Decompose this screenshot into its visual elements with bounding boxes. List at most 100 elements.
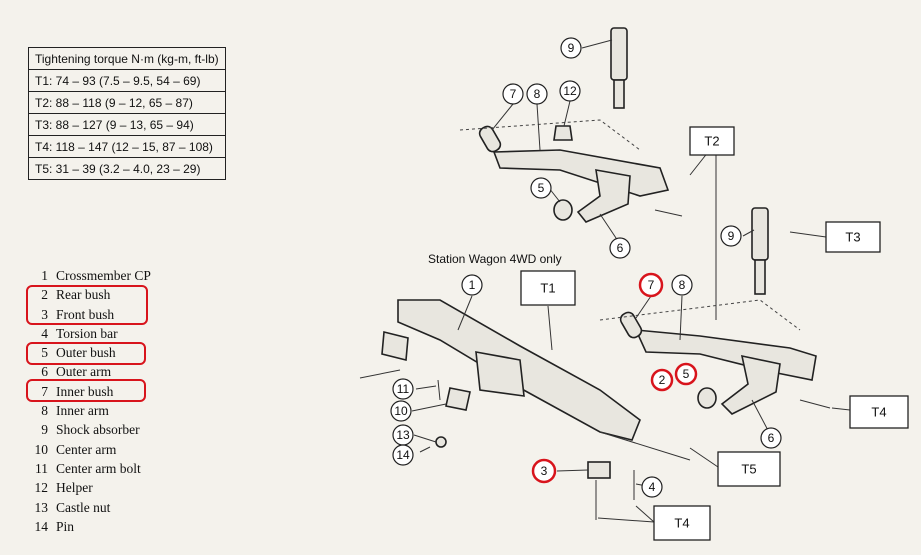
callout-12: 12 <box>559 80 581 102</box>
legend-item-7: 7 Inner bush <box>22 382 151 401</box>
callout-14: 14 <box>392 444 414 466</box>
torque-label-text: T1 <box>540 281 555 296</box>
legend-label: Center arm bolt <box>56 460 141 476</box>
legend-label: Front bush <box>56 306 115 322</box>
torque-row-t5: T5: 31 – 39 (3.2 – 4.0, 23 – 29) <box>28 157 226 180</box>
legend-number: 12 <box>34 480 49 496</box>
legend-number: 6 <box>41 364 48 380</box>
crossmember-bracket <box>475 351 525 397</box>
legend-number: 13 <box>34 499 49 515</box>
callout-4: 4 <box>641 476 663 498</box>
legend-item-10: 10 Center arm <box>22 440 151 459</box>
torque-label-text: T4 <box>674 516 689 531</box>
torque-table-header: Tightening torque N·m (kg-m, ft-lb) <box>28 47 226 70</box>
front-bush-bracket <box>587 461 611 479</box>
callout-8-right: 8 <box>671 274 693 296</box>
mount-outline-upper <box>459 119 641 151</box>
inner-bush-right <box>619 311 643 339</box>
callout-10: 10 <box>390 400 412 422</box>
castle-nut <box>435 436 447 448</box>
callout-9-right: 9 <box>720 225 742 247</box>
helper <box>553 125 573 141</box>
callout-7-upper: 7 <box>502 83 524 105</box>
inner-arm-upper <box>492 149 670 197</box>
callout-11: 11 <box>392 378 414 400</box>
highlight-inner-bush <box>26 379 146 402</box>
torque-label-t5: T5 <box>717 451 781 487</box>
legend-item-4: 4 Torsion bar <box>22 324 151 343</box>
torque-label-text: T5 <box>741 462 756 477</box>
callout-label: 7 <box>510 87 517 101</box>
torque-label-t4-lower: T4 <box>653 505 711 541</box>
torque-value-t4: T4: 118 – 147 (12 – 15, 87 – 108) <box>28 135 226 158</box>
callout-label: 1 <box>469 278 476 292</box>
legend-number: 4 <box>41 325 48 341</box>
callout-label: 6 <box>617 241 624 255</box>
shock-absorber-right-rod <box>754 259 766 295</box>
legend-number: 7 <box>41 383 48 399</box>
legend-item-6: 6 Outer arm <box>22 362 151 381</box>
callout-label: 4 <box>649 480 656 494</box>
callout-label: 7 <box>648 278 655 292</box>
shock-absorber-right <box>751 207 769 261</box>
outer-bush-upper <box>553 199 573 221</box>
callout-5-right: 5 <box>674 362 698 386</box>
callout-label: 9 <box>728 229 735 243</box>
right-assembly <box>599 140 831 415</box>
callout-label: 13 <box>396 428 410 442</box>
callout-8-upper: 8 <box>526 83 548 105</box>
callout-label: 8 <box>534 87 541 101</box>
mount-outline-right <box>599 299 801 331</box>
callout-label: 10 <box>394 404 408 418</box>
callout-1: 1 <box>461 274 483 296</box>
torque-label-text: T4 <box>871 405 886 420</box>
legend-label: Center arm <box>56 441 117 457</box>
callout-6-upper: 6 <box>609 237 631 259</box>
torsion-bar <box>599 431 691 461</box>
callout-label: 2 <box>659 373 666 387</box>
callout-label: 5 <box>538 181 545 195</box>
upper-assembly <box>459 27 683 223</box>
outer-arm-upper <box>576 169 631 223</box>
legend-label: Outer arm <box>56 364 112 380</box>
legend-label: Castle nut <box>56 499 111 515</box>
legend-number: 9 <box>41 422 48 438</box>
callout-label: 9 <box>568 41 575 55</box>
legend-item-12: 12 Helper <box>22 478 151 497</box>
highlight-outer-bush <box>26 342 146 365</box>
legend-item-5: 5 Outer bush <box>22 343 151 362</box>
legend-label: Inner bush <box>56 383 114 399</box>
torque-table-header-row: Tightening torque N·m (kg-m, ft-lb) <box>28 47 226 70</box>
legend-number: 10 <box>34 441 49 457</box>
bolt-left <box>359 369 401 379</box>
legend-number: 1 <box>41 268 48 283</box>
callout-6-right: 6 <box>760 427 782 449</box>
legend-label: Helper <box>56 480 93 496</box>
bolt-right <box>799 399 831 409</box>
legend-label: Outer bush <box>56 345 116 361</box>
outer-bush-right <box>697 387 717 409</box>
callout-label: 5 <box>683 367 690 381</box>
legend-label: Torsion bar <box>56 325 118 341</box>
torque-label-t1: T1 <box>520 270 576 306</box>
torque-value-t5: T5: 31 – 39 (3.2 – 4.0, 23 – 29) <box>28 157 226 180</box>
callout-label: 8 <box>679 278 686 292</box>
legend-label: Shock absorber <box>56 422 140 438</box>
center-arm-bolt <box>437 379 441 401</box>
legend-number: 5 <box>41 345 48 361</box>
legend-item-9: 9 Shock absorber <box>22 420 151 439</box>
crossmember-plate <box>381 330 409 362</box>
callout-2: 2 <box>650 368 674 392</box>
legend-label: Pin <box>56 518 75 534</box>
bolt-upper <box>654 209 683 217</box>
callout-label: 11 <box>397 382 410 396</box>
torque-row-t4: T4: 118 – 147 (12 – 15, 87 – 108) <box>28 135 226 158</box>
